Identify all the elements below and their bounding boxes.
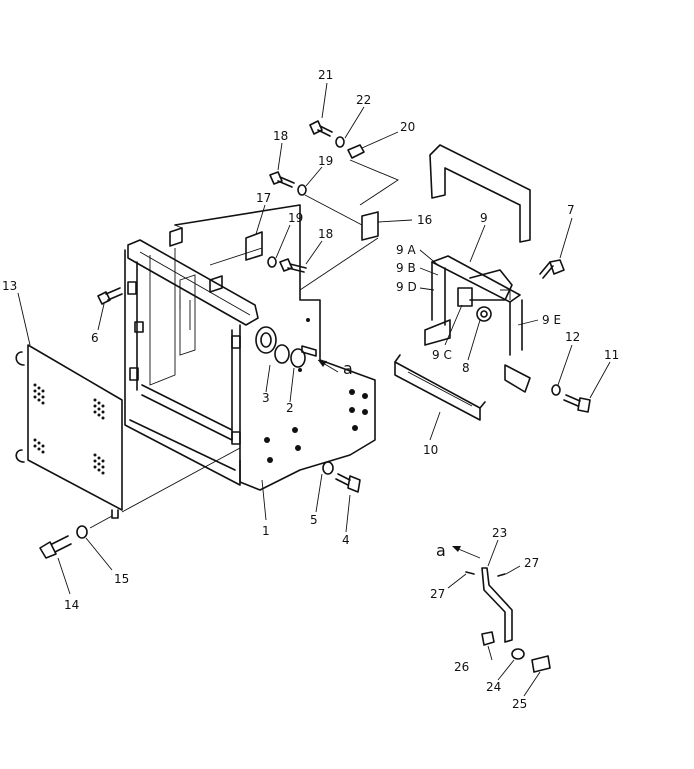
label-19-lower: 19 [288,211,303,225]
label-2: 2 [286,401,294,415]
label-18-lower: 18 [318,227,333,241]
side-cover [15,344,123,519]
label-8: 8 [462,361,470,375]
label-4: 4 [342,533,350,547]
rod [481,567,513,643]
label-20: 20 [400,120,415,134]
label-a-rod: a [436,541,446,560]
label-9e: 9 E [542,313,561,327]
label-16: 16 [417,213,432,227]
label-13: 13 [2,279,17,293]
label-12: 12 [565,330,580,344]
lower-stay [394,354,486,421]
label-9a: 9 A [396,243,416,257]
label-27-right: 27 [524,556,539,570]
label-9d: 9 D [396,280,417,294]
label-27-left: 27 [430,587,445,601]
label-10: 10 [423,443,438,457]
label-26: 26 [454,660,469,674]
label-21: 21 [318,68,333,82]
label-22: 22 [356,93,371,107]
label-a-frame: a [343,359,353,378]
label-24: 24 [486,680,501,694]
label-9: 9 [480,211,488,225]
leader-lines [17,82,611,697]
label-9c: 9 C [432,348,452,362]
label-18-top: 18 [273,129,288,143]
label-25: 25 [512,697,527,711]
vent-holes [33,383,105,475]
label-6: 6 [91,331,99,345]
label-15: 15 [114,572,129,586]
right-bracket [424,255,531,393]
frame-holes [264,318,368,463]
top-strap [429,144,531,243]
label-1: 1 [262,524,270,538]
label-5: 5 [310,513,318,527]
label-11: 11 [604,348,619,362]
label-7: 7 [567,203,575,217]
label-23: 23 [492,526,507,540]
label-19-top: 19 [318,154,333,168]
label-17: 17 [256,191,271,205]
label-14: 14 [64,598,79,612]
small-parts [39,120,591,673]
label-9b: 9 B [396,261,416,275]
main-frame [124,204,376,491]
label-3: 3 [262,391,270,405]
part-labels: 21 22 20 18 19 17 16 19 18 9 7 9 A 9 B 9… [2,68,619,711]
